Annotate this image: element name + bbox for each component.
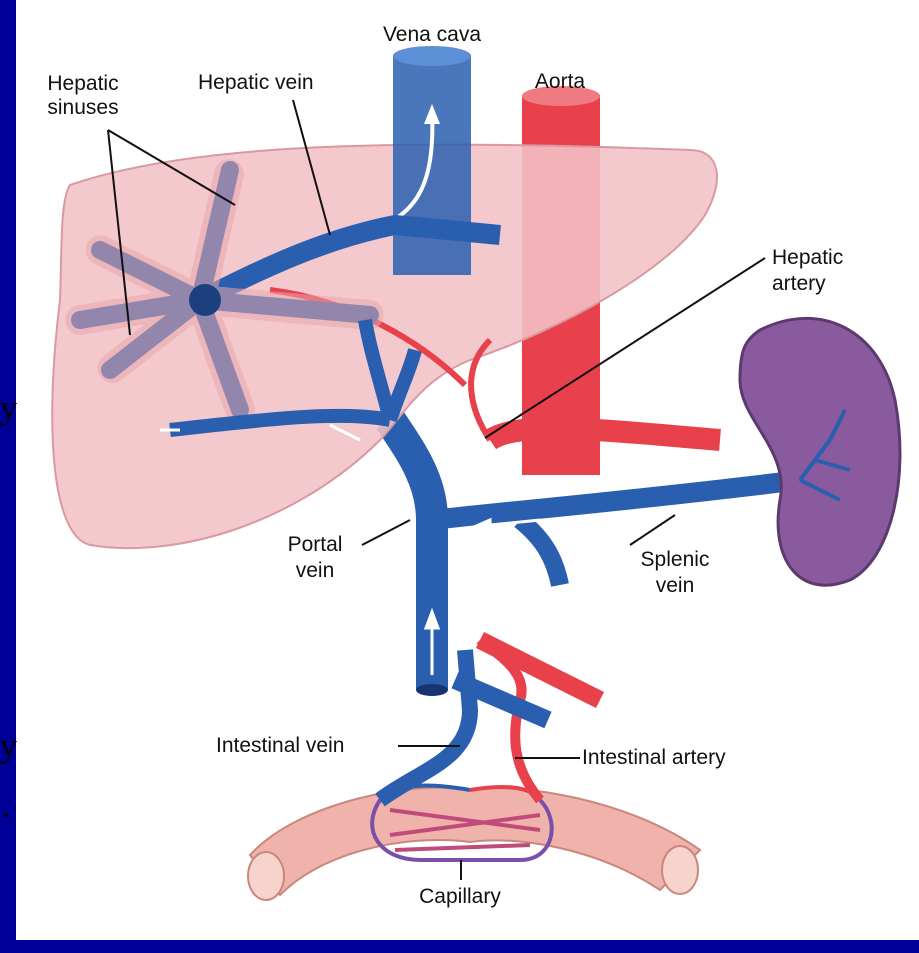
vena-cava-vessel <box>393 55 471 275</box>
hepatic-artery-label-line2: artery <box>772 272 826 296</box>
intestine-end-right <box>662 846 698 894</box>
vena-cava-opening <box>393 46 471 66</box>
splenic-vein-vessel <box>432 480 800 520</box>
intestinal-artery-label: Intestinal artery <box>582 746 726 770</box>
edge-fragment: . <box>2 790 11 824</box>
capillary-label: Capillary <box>395 885 525 909</box>
celiac-artery <box>490 428 720 440</box>
splenic-vein-label-line2: vein <box>625 574 725 598</box>
aorta-label: Aorta <box>515 70 605 94</box>
intestinal-vein-label: Intestinal vein <box>216 734 344 758</box>
vena-cava-label: Vena cava <box>352 23 512 47</box>
hepatic-vein-label: Hepatic vein <box>198 71 314 95</box>
edge-fragment: y <box>0 730 17 764</box>
intestine <box>250 788 700 895</box>
portal-vein-vessel <box>390 420 432 690</box>
intestine-end-left <box>248 852 284 900</box>
edge-fragment: y <box>0 392 17 426</box>
hepatic-sinuses-label-line2: sinuses <box>28 96 138 120</box>
gastric-vein-branch <box>520 520 560 585</box>
splenic-vein-label-line1: Splenic <box>625 548 725 572</box>
hepatic-sinuses-label-line1: Hepatic <box>28 72 138 96</box>
portal-vein-label-line1: Portal <box>270 533 360 557</box>
portal-vein-label-line2: vein <box>270 559 360 583</box>
hepatic-artery-label-line1: Hepatic <box>772 246 843 270</box>
portal-vein-opening <box>416 684 448 696</box>
